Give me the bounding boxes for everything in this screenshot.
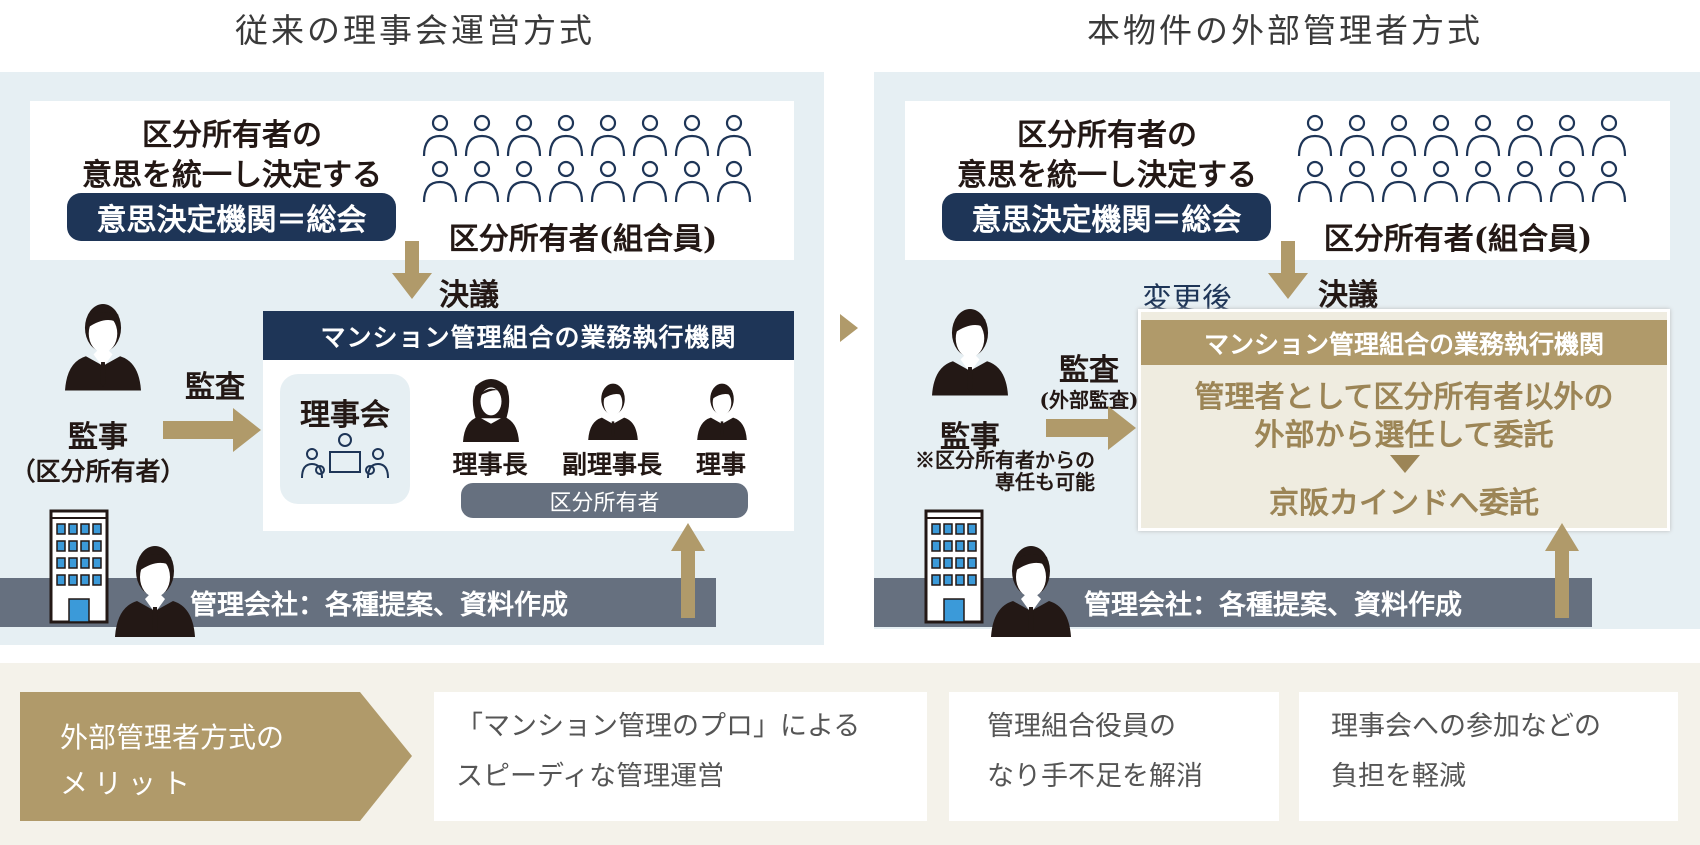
decision-body-badge: 意思決定機関＝総会 xyxy=(942,193,1271,241)
merits-title-line: 外部管理者方式の xyxy=(60,721,285,754)
right-arrow-icon xyxy=(1046,406,1136,450)
merit-item: 管理組合役員のなり手不足を解消 xyxy=(949,692,1279,821)
auditor-label: 監事 xyxy=(68,420,128,455)
exec-body-header: マンション管理組合の業務執行機関 xyxy=(263,311,794,360)
board-label: 理事会 xyxy=(300,398,390,433)
role-label: 副理事長 xyxy=(561,450,663,479)
board-box xyxy=(280,374,410,504)
auditor-icon xyxy=(65,304,141,391)
audit-label: 監査 xyxy=(185,370,245,405)
role-label: 理事長 xyxy=(452,450,528,479)
audit-sub-label: (外部監査) xyxy=(1039,388,1139,412)
merit-item: 「マンション管理のプロ」によるスピーディな管理運営 xyxy=(434,692,927,821)
right-arrow-icon xyxy=(163,408,261,452)
merits-title: 外部管理者方式のメリット xyxy=(60,715,284,807)
auditor-note-line: 専任も可能 xyxy=(995,470,1095,494)
owners-text: 意思を統一し決定する xyxy=(82,158,382,193)
up-arrow-icon xyxy=(1545,523,1579,618)
mgmt-company-bar: 管理会社：各種提案、資料作成 xyxy=(874,578,1592,627)
chairman-icon xyxy=(463,379,519,442)
auditor-note: （区分所有者） xyxy=(10,457,186,486)
merit-line: 管理組合役員の xyxy=(987,711,1176,742)
up-arrow-icon xyxy=(671,523,705,618)
merit-line: スピーディな管理運営 xyxy=(456,761,725,792)
right-title: 本物件の外部管理者方式 xyxy=(1087,11,1483,50)
resolution-label: 決議 xyxy=(439,278,499,313)
building-icon xyxy=(924,509,984,624)
down-arrow-icon xyxy=(392,241,432,299)
resolution-label: 決議 xyxy=(1318,278,1378,313)
delegate-text: 京阪カインドへ委託 xyxy=(1269,486,1539,521)
merits-title-line: メリット xyxy=(60,767,197,800)
exec-body-text: 管理者として区分所有者以外の xyxy=(1194,380,1614,415)
mgmt-staff-icon xyxy=(991,546,1071,637)
building-icon xyxy=(49,509,109,624)
merit-line: 負担を軽減 xyxy=(1331,761,1466,792)
auditor-note-line: ※区分所有者からの xyxy=(915,448,1095,472)
audit-label: 監査 xyxy=(1059,353,1119,388)
transition-arrow-icon xyxy=(840,314,858,342)
owners-crowd-icon xyxy=(420,112,756,208)
auditor-icon xyxy=(932,309,1008,396)
owners-text: 区分所有者の xyxy=(142,118,322,153)
vice-chairman-icon xyxy=(588,383,638,440)
exec-body-header: マンション管理組合の業務執行機関 xyxy=(1141,320,1667,365)
auditor-note: ※区分所有者からの専任も可能 xyxy=(915,449,1095,493)
merit-line: 理事会への参加などの xyxy=(1331,711,1601,742)
auditor-label: 監事 xyxy=(940,420,1000,455)
members-label: 区分所有者(組合員) xyxy=(448,222,718,257)
merit-line: 「マンション管理のプロ」による xyxy=(456,711,861,742)
merits-title-arrow xyxy=(20,692,412,821)
merit-item: 理事会への参加などの負担を軽減 xyxy=(1299,692,1678,821)
down-arrow-icon xyxy=(1268,241,1308,299)
owners-text: 区分所有者の xyxy=(1017,118,1197,153)
mgmt-staff-icon xyxy=(115,546,195,637)
role-label: 理事 xyxy=(695,450,747,479)
left-title: 従来の理事会運営方式 xyxy=(235,11,595,50)
director-icon xyxy=(697,383,747,440)
owners-crowd-icon xyxy=(1295,112,1631,208)
meeting-icon xyxy=(301,433,389,479)
roles-group-label: 区分所有者 xyxy=(461,483,748,518)
merit-line: なり手不足を解消 xyxy=(987,761,1203,792)
owners-text: 意思を統一し決定する xyxy=(957,158,1257,193)
down-triangle-icon xyxy=(1390,455,1420,473)
decision-body-badge: 意思決定機関＝総会 xyxy=(67,193,396,241)
exec-body-text: 外部から選任して委託 xyxy=(1254,418,1554,453)
members-label: 区分所有者(組合員) xyxy=(1323,222,1593,257)
